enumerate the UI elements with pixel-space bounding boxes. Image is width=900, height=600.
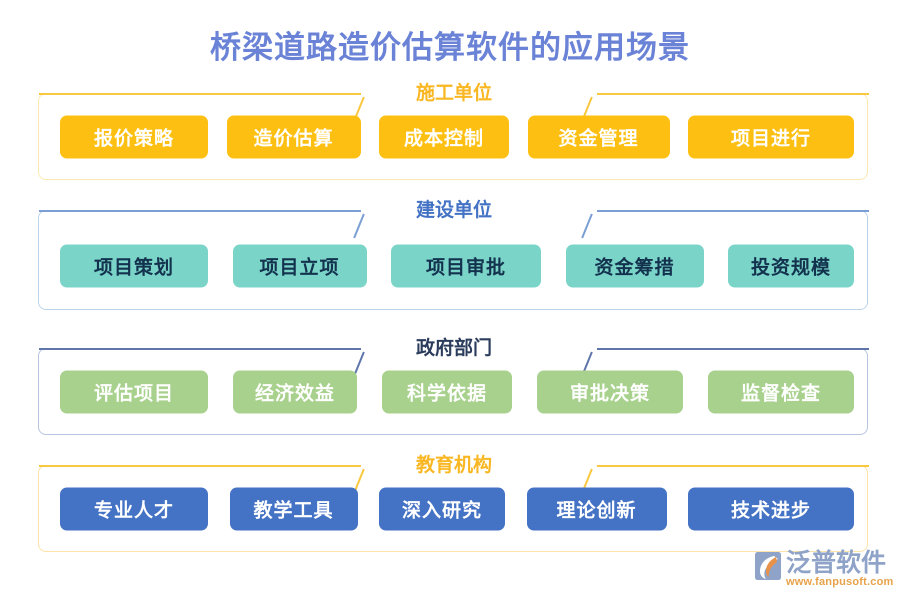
- section-header-mask: [361, 346, 597, 352]
- chip-item[interactable]: 经济效益: [233, 370, 357, 413]
- section-education-institution: 教育机构 专业人才 教学工具 深入研究 理论创新 技术进步: [38, 451, 869, 552]
- header-rule-left: [39, 348, 361, 350]
- section-header-mask: [361, 208, 597, 214]
- chip-item[interactable]: 资金管理: [527, 115, 670, 158]
- chip-row: 项目策划 项目立项 项目审批 资金筹措 投资规模: [60, 244, 854, 288]
- chip-item[interactable]: 项目进行: [688, 115, 854, 158]
- chip-item[interactable]: 审批决策: [537, 370, 683, 413]
- brand-name: 泛普软件: [786, 549, 887, 577]
- chip-item[interactable]: 投资规模: [728, 244, 854, 288]
- chip-item[interactable]: 深入研究: [379, 487, 505, 530]
- chip-item[interactable]: 技术进步: [688, 487, 854, 530]
- chip-item[interactable]: 项目审批: [391, 244, 541, 288]
- header-rule-left: [39, 465, 361, 467]
- slash-right-icon: [581, 213, 593, 239]
- brand-url: www.fanpusoft.com: [786, 576, 894, 588]
- section-header-mask: [361, 91, 597, 97]
- chip-item[interactable]: 科学依据: [382, 370, 512, 413]
- header-rule-right: [597, 348, 869, 350]
- fanpu-swoosh-logo-icon: [752, 551, 784, 581]
- brand-watermark: 泛普软件 www.fanpusoft.com: [752, 550, 894, 589]
- chip-item[interactable]: 项目策划: [60, 244, 208, 288]
- section-construction-unit: 施工单位 报价策略 造价估算 成本控制 资金管理 项目进行: [38, 79, 869, 180]
- chip-item[interactable]: 专业人才: [60, 487, 208, 530]
- header-rule-left: [39, 93, 361, 95]
- chip-item[interactable]: 报价策略: [60, 115, 208, 158]
- section-government-department: 政府部门 评估项目 经济效益 科学依据 审批决策 监督检查: [38, 334, 869, 435]
- chip-item[interactable]: 资金筹措: [565, 244, 704, 288]
- section-header-mask: [361, 463, 597, 469]
- header-rule-left: [39, 210, 361, 212]
- slash-left-icon: [353, 213, 365, 239]
- header-rule-right: [597, 93, 869, 95]
- chip-item[interactable]: 评估项目: [60, 370, 208, 413]
- chip-item[interactable]: 造价估算: [226, 115, 361, 158]
- section-construction-owner: 建设单位 项目策划 项目立项 项目审批 资金筹措 投资规模: [38, 196, 869, 310]
- chip-item[interactable]: 成本控制: [379, 115, 509, 158]
- chip-row: 报价策略 造价估算 成本控制 资金管理 项目进行: [60, 115, 854, 158]
- brand-text: 泛普软件 www.fanpusoft.com: [786, 550, 894, 589]
- chip-row: 评估项目 经济效益 科学依据 审批决策 监督检查: [60, 370, 854, 413]
- chip-item[interactable]: 监督检查: [708, 370, 854, 413]
- chip-row: 专业人才 教学工具 深入研究 理论创新 技术进步: [60, 487, 854, 530]
- chip-item[interactable]: 教学工具: [229, 487, 358, 530]
- header-rule-right: [597, 210, 869, 212]
- chip-item[interactable]: 项目立项: [232, 244, 367, 288]
- page-title: 桥梁道路造价估算软件的应用场景: [210, 30, 690, 65]
- header-rule-right: [597, 465, 869, 467]
- chip-item[interactable]: 理论创新: [526, 487, 667, 530]
